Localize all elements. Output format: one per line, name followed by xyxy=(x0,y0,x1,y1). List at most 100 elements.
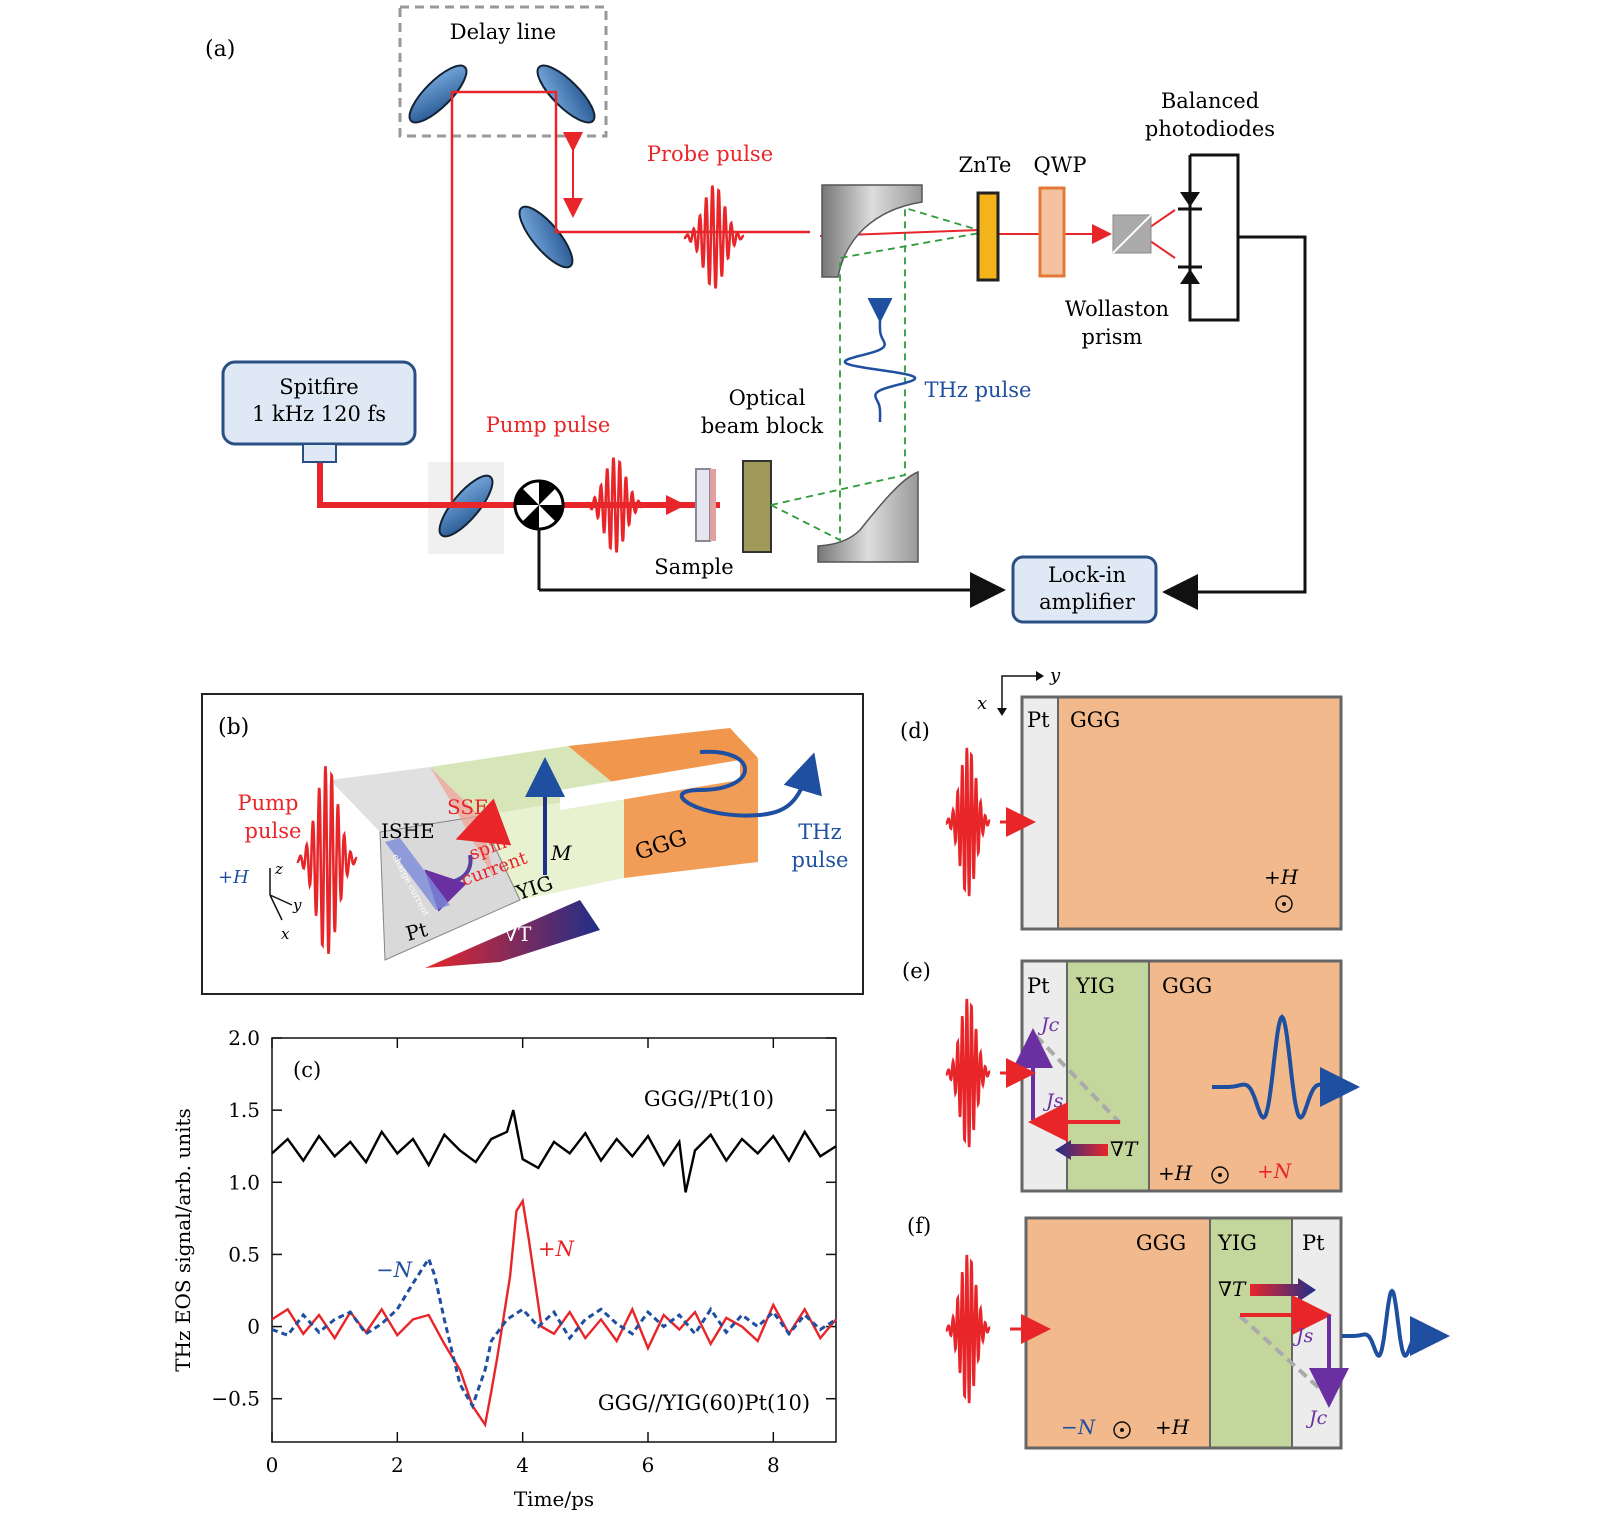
beam-block-label-2: beam block xyxy=(701,414,824,438)
panel-a: (a) Delay line Probe pulse Pump pulse xyxy=(205,5,1307,624)
x-tick-label: 0 xyxy=(266,1453,279,1477)
n-label-f: −N xyxy=(1061,1415,1097,1439)
panel-a-label: (a) xyxy=(205,37,235,62)
js-label-f: Js xyxy=(1292,1325,1314,1347)
pump-label-1: Pump xyxy=(237,791,298,815)
lockin-amplifier xyxy=(1011,555,1158,624)
grad-label-b: ∇T xyxy=(504,922,532,946)
panel-d: (d) x y Pt GGG +H xyxy=(900,665,1343,931)
ishe-label: ISHE xyxy=(381,819,435,843)
series-label-top: GGG//Pt(10) xyxy=(644,1087,774,1111)
pt-label-f: Pt xyxy=(1302,1231,1325,1255)
x-tick-label: 8 xyxy=(767,1453,780,1477)
thz-wave xyxy=(1212,1014,1360,1120)
thz-label-b-1: THz xyxy=(798,820,841,844)
sample-icon xyxy=(695,468,711,542)
js-label-e: Js xyxy=(1042,1090,1064,1112)
thz-label-b-2: pulse xyxy=(792,848,849,872)
grad-label-e: ∇T xyxy=(1110,1137,1139,1161)
chart-ylabel: THz EOS signal/arb. units xyxy=(171,1108,195,1372)
qwp-plate xyxy=(1038,186,1066,278)
znte-label: ZnTe xyxy=(959,153,1012,177)
axis-z-b: z xyxy=(274,860,283,878)
panel-d-label: (d) xyxy=(900,719,930,743)
beam-block-label-1: Optical xyxy=(729,386,806,410)
axis-x-b: x xyxy=(281,925,290,943)
thz-pulse-wave-e xyxy=(1212,1014,1360,1120)
spin-current-arrow xyxy=(424,854,473,912)
sse-label: SSE xyxy=(447,795,489,819)
pump-pulse-icon-f xyxy=(945,1254,991,1404)
thz-wave xyxy=(1342,1288,1450,1358)
thz-pulse-label: THz pulse xyxy=(925,378,1032,402)
grad-arrow-e xyxy=(1055,1140,1108,1160)
delay-line-box xyxy=(398,5,608,138)
n-label-e: +N xyxy=(1257,1159,1293,1183)
axis-x-d: x xyxy=(977,693,987,714)
jc-label-f: Jc xyxy=(1305,1407,1328,1429)
x-tick-label: 6 xyxy=(642,1453,655,1477)
laser-specs: 1 kHz 120 fs xyxy=(252,402,386,426)
thz-pulse-wave-b xyxy=(679,749,822,818)
x-tick-label: 4 xyxy=(516,1453,529,1477)
yig-front-face xyxy=(480,792,624,900)
series-line xyxy=(271,1255,837,1410)
ggg-layer-f xyxy=(1026,1218,1210,1448)
pulse-wave xyxy=(945,747,991,897)
lockin-label-1: Lock-in xyxy=(1048,563,1126,587)
probe-pulse-icon xyxy=(683,185,745,289)
field-out-icon-d xyxy=(1275,895,1293,913)
pulse-wave xyxy=(296,766,358,954)
pump-pulse-icon-d xyxy=(945,747,991,897)
pulse-wave xyxy=(945,998,991,1148)
temperature-gradient-arrow xyxy=(425,900,600,968)
probe-pulse-label: Probe pulse xyxy=(647,142,773,166)
pump-pulse-icon-e xyxy=(945,998,991,1148)
ggg-label-f: GGG xyxy=(1136,1231,1186,1255)
slab-window xyxy=(560,760,740,810)
axis-y-d: y xyxy=(1049,665,1061,686)
panel-f-label: (f) xyxy=(907,1214,931,1238)
lockin-label-2: amplifier xyxy=(1039,590,1136,614)
charge-current-arrow xyxy=(385,838,450,910)
parabolic-mirror-top xyxy=(821,184,923,278)
probe-beam-path xyxy=(450,90,810,504)
minus-n-label: −N xyxy=(376,1258,413,1282)
panel-e: (e) Pt YIG GGG Jc Js ∇T +H +N xyxy=(902,959,1360,1193)
delay-line-label: Delay line xyxy=(450,20,556,44)
delay-mirror-right xyxy=(536,64,596,124)
photodiode-top-icon xyxy=(1178,192,1202,211)
y-tick-label: −0.5 xyxy=(211,1387,260,1411)
wollaston-label-1: Wollaston xyxy=(1065,297,1169,321)
qwp-label: QWP xyxy=(1034,153,1087,177)
yig-label-f: YIG xyxy=(1217,1231,1257,1255)
panel-b-label: (b) xyxy=(218,715,249,740)
y-tick-label: 0 xyxy=(247,1315,260,1339)
y-tick-label: 2.0 xyxy=(228,1026,260,1050)
field-label-f: +H xyxy=(1155,1415,1190,1439)
series-label-bottom: GGG//YIG(60)Pt(10) xyxy=(598,1391,810,1415)
panel-e-label: (e) xyxy=(902,959,931,983)
sample-label: Sample xyxy=(654,555,733,579)
field-out-icon-e xyxy=(1211,1166,1229,1184)
parabolic-mirror-bottom xyxy=(817,470,919,563)
pulse-wave xyxy=(683,185,745,289)
field-label-e: +H xyxy=(1158,1161,1193,1185)
x-tick-label: 2 xyxy=(391,1453,404,1477)
wollaston-prism xyxy=(1112,214,1152,254)
pt-label-d: Pt xyxy=(1027,708,1050,732)
ggg-label-e: GGG xyxy=(1162,974,1212,998)
yig-layer-f xyxy=(1210,1218,1292,1448)
pulse-wave xyxy=(945,1254,991,1404)
chopper-icon xyxy=(513,479,565,590)
series-line xyxy=(271,1197,837,1428)
panel-f: (f) GGG YIG Pt ∇T Js Jc −N +H xyxy=(907,1214,1450,1450)
axis-y-b: y xyxy=(292,896,302,914)
photodiode-bottom-icon xyxy=(1178,265,1202,284)
steering-mirror xyxy=(518,205,574,269)
y-tick-label: 1.0 xyxy=(228,1170,260,1194)
y-tick-label: 1.5 xyxy=(228,1098,260,1122)
thz-wave xyxy=(843,298,917,422)
pt-label-e: Pt xyxy=(1027,974,1050,998)
